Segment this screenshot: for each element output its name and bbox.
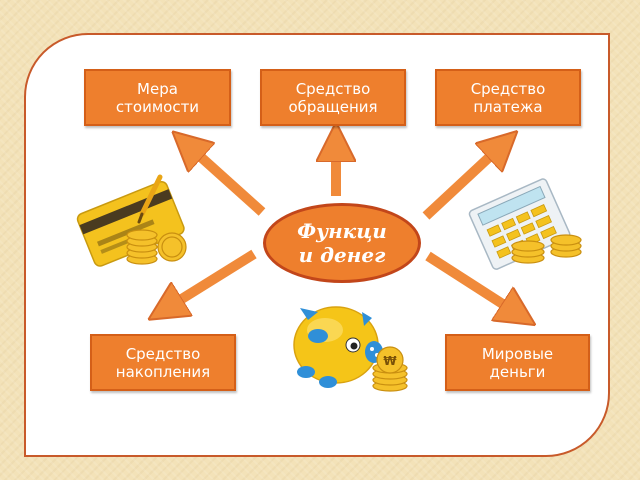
function-box-measure: Мера стоимости — [84, 69, 231, 126]
function-box-accumulation: Средство накопления — [90, 334, 236, 391]
arrow-to-accumulation — [172, 249, 257, 305]
function-label-measure: Мера стоимости — [115, 79, 200, 116]
function-label-world: Мировые деньги — [481, 344, 554, 381]
function-box-circulation: Средство обращения — [260, 69, 406, 126]
center-label: Функци и денег — [297, 219, 387, 267]
function-label-circulation: Средство обращения — [288, 79, 378, 116]
function-box-world: Мировые деньги — [445, 334, 590, 391]
center-ellipse: Функци и денег — [263, 203, 421, 283]
svg-text:₩: ₩ — [383, 354, 397, 368]
function-label-accumulation: Средство накопления — [115, 344, 211, 381]
arrow-to-measure — [193, 150, 266, 216]
function-label-payment: Средство платежа — [470, 79, 546, 116]
function-box-payment: Средство платежа — [435, 69, 581, 126]
arrow-to-world — [425, 251, 512, 310]
arrow-to-payment — [422, 150, 497, 220]
